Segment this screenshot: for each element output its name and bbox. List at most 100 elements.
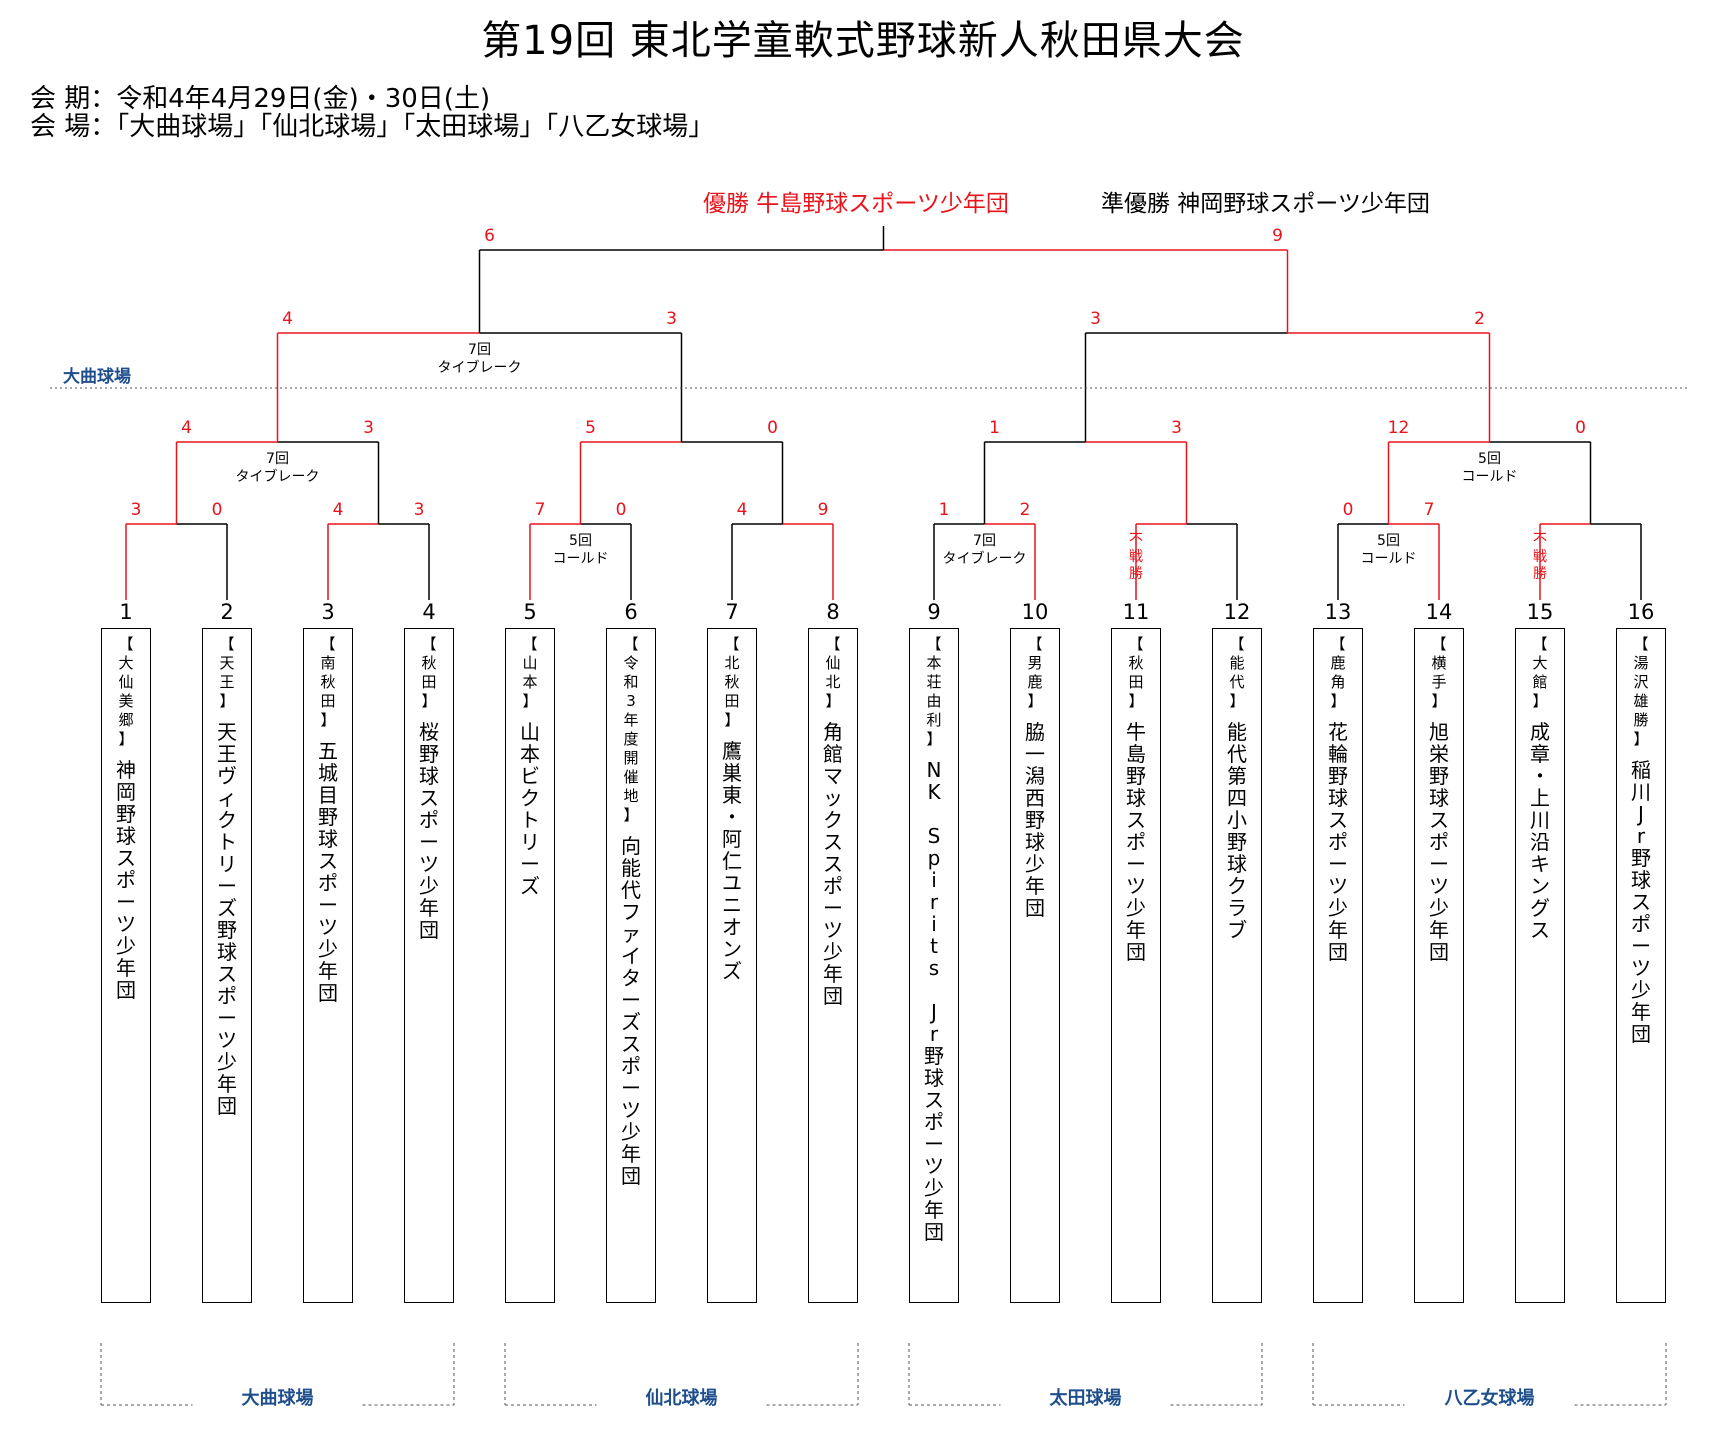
char: 年 (1429, 918, 1449, 942)
char: ー (116, 890, 136, 914)
char: ー (217, 874, 237, 898)
char: 年 (116, 956, 136, 980)
char: ー (823, 896, 843, 920)
team-box[interactable]: 【大館】成章・上川沿キングス (1515, 628, 1565, 1303)
char: ト (217, 830, 237, 854)
char: 球 (1025, 830, 1045, 854)
char: 団 (116, 978, 136, 1002)
char: ー (217, 1006, 237, 1030)
char: 】 (1128, 692, 1144, 710)
char: 仁 (722, 849, 742, 873)
char: ー (621, 1076, 641, 1100)
char: ズ (621, 1010, 641, 1034)
runner-up-label: 準優勝 神岡野球スポーツ少年団 (1101, 191, 1430, 217)
char: 大 (1532, 654, 1548, 672)
char: 催 (623, 768, 639, 786)
char: 【 (926, 635, 942, 653)
char: 野 (1227, 830, 1247, 854)
team-box[interactable]: 【男鹿】脇一潟西野球少年団 (1010, 628, 1060, 1303)
char: 稲 (1631, 758, 1651, 782)
team-name: 山本ビクトリーズ (506, 721, 554, 897)
score-left: 4 (332, 500, 344, 520)
char: 川 (1530, 808, 1550, 832)
char: 山 (522, 654, 538, 672)
char: ポ (924, 1110, 944, 1134)
char: ツ (116, 912, 136, 936)
team-box[interactable]: 【能代】能代第四小野球クラブ (1212, 628, 1262, 1303)
team-box[interactable]: 【秋田】牛島野球スポーツ少年団 (1111, 628, 1161, 1303)
char: 球 (217, 940, 237, 964)
char: 秋 (320, 673, 336, 691)
char: 湯 (1633, 654, 1649, 672)
char: 】 (1633, 730, 1649, 748)
char: ラ (1227, 896, 1247, 920)
event-venues: 会 場：「大曲球場」「仙北球場」「太田球場」「八乙女球場」 (30, 112, 715, 142)
char: ー (924, 1132, 944, 1156)
char: i (931, 868, 937, 892)
char: 神 (116, 758, 136, 782)
team-box[interactable]: 【天王】天王ヴィクトリーズ野球スポーツ少年団 (202, 628, 252, 1303)
score-left: 1 (989, 418, 1000, 438)
char: 五 (318, 739, 338, 763)
team-number: 3 (321, 600, 335, 624)
char: ー (520, 852, 540, 876)
char: 王 (219, 673, 235, 691)
team-box[interactable]: 【北秋田】鷹巣東・阿仁ユニオンズ (707, 628, 757, 1303)
char: 本 (522, 673, 538, 691)
char: 【 (724, 635, 740, 653)
char: J (931, 1000, 937, 1024)
team-name: 桜野球スポーツ少年団 (405, 721, 453, 941)
team-box[interactable]: 【鹿角】花輪野球スポーツ少年団 (1313, 628, 1363, 1303)
char: 能 (1227, 720, 1247, 744)
char: ー (1429, 852, 1449, 876)
char: 大 (118, 654, 134, 672)
char: ツ (924, 1154, 944, 1178)
char: 潟 (1025, 764, 1045, 788)
char: 沿 (1530, 830, 1550, 854)
char: 美 (118, 692, 134, 710)
char: 3 (626, 692, 636, 710)
team-prefecture: 【仙北】 (809, 635, 857, 711)
char: 沢 (1633, 673, 1649, 691)
char: ン (722, 937, 742, 961)
team-box[interactable]: 【南秋田】五城目野球スポーツ少年団 (303, 628, 353, 1303)
char: ス (1429, 808, 1449, 832)
char: 【 (1229, 635, 1245, 653)
char: 代 (621, 878, 641, 902)
team-box[interactable]: 【仙北】角館マックススポーツ少年団 (808, 628, 858, 1303)
char: 団 (823, 984, 843, 1008)
match-note: 7回 タイブレーク (437, 342, 522, 376)
char: 野 (1631, 846, 1651, 870)
char: ク (520, 786, 540, 810)
char: 小 (1227, 808, 1247, 832)
char: ニ (722, 893, 742, 917)
team-box[interactable]: 【横手】旭栄野球スポーツ少年団 (1414, 628, 1464, 1303)
char: 野 (318, 805, 338, 829)
char: 団 (217, 1094, 237, 1118)
char: ー (419, 830, 439, 854)
score-right: 3 (666, 309, 677, 329)
char: ツ (1126, 874, 1146, 898)
team-number: 10 (1021, 600, 1049, 624)
score-right: 2 (1019, 500, 1031, 520)
team-prefecture: 【南秋田】 (304, 635, 352, 730)
char: 球 (1631, 868, 1651, 892)
team-box[interactable]: 【秋田】桜野球スポーツ少年団 (404, 628, 454, 1303)
char: ス (217, 962, 237, 986)
char: 団 (318, 981, 338, 1005)
char: ・ (722, 805, 742, 829)
score-right: 0 (767, 418, 778, 438)
char: 】 (724, 711, 740, 729)
team-box[interactable]: 【大仙美郷】神岡野球スポーツ少年団 (101, 628, 151, 1303)
team-name: 成章・上川沿キングス (1516, 721, 1564, 941)
char: 牛 (1126, 720, 1146, 744)
char: 野 (217, 918, 237, 942)
team-box[interactable]: 【山本】山本ビクトリーズ (505, 628, 555, 1303)
score-right: 0 (211, 500, 223, 520)
match-note: 7回 タイブレーク (942, 533, 1027, 567)
